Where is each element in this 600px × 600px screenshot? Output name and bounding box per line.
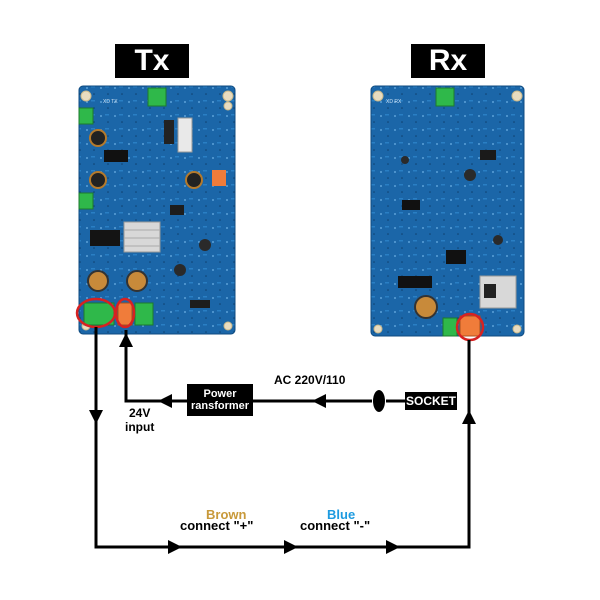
rx-title: Rx — [411, 44, 485, 78]
tx-silkscreen: XD TX — [103, 99, 118, 105]
brown-label: Brown — [206, 507, 247, 522]
connect-plus-label: connect "+" — [180, 518, 254, 533]
tx-board: XD TX — [75, 85, 236, 335]
signal-wire — [94, 327, 471, 549]
arrow-up-right — [462, 410, 476, 424]
wires — [94, 327, 471, 549]
rx-board: XD RX — [370, 85, 525, 342]
blue-label: Blue — [327, 507, 356, 522]
power-transformer-box: Power ransformer — [187, 384, 253, 416]
arrow-right-2 — [284, 540, 298, 554]
arrow-down-left — [89, 410, 103, 424]
rx-terminal — [459, 315, 481, 337]
ac-voltage-label: AC 220V/110 — [274, 373, 346, 387]
arrow-right-3 — [386, 540, 400, 554]
socket-box: SOCKET — [405, 392, 457, 410]
tx-title: Tx — [115, 44, 189, 78]
input-label-line2: input — [125, 420, 155, 434]
connect-minus-label: connect "-" — [300, 518, 371, 533]
power-transformer-line1: Power — [203, 388, 237, 400]
tx-power-highlight — [114, 297, 136, 329]
tx-power-terminal — [117, 302, 133, 326]
arrow-right-1 — [168, 540, 182, 554]
power-transformer-line2: ransformer — [190, 400, 250, 412]
arrow-left-dc — [158, 394, 172, 408]
arrow-left-ac — [312, 394, 326, 408]
dc-wire — [124, 330, 187, 403]
arrow-up-tx-power — [119, 333, 133, 347]
arrows — [89, 333, 476, 554]
rx-silkscreen: XD RX — [386, 99, 402, 105]
input-label-line1: 24V — [129, 406, 151, 420]
plug-icon — [373, 390, 385, 412]
